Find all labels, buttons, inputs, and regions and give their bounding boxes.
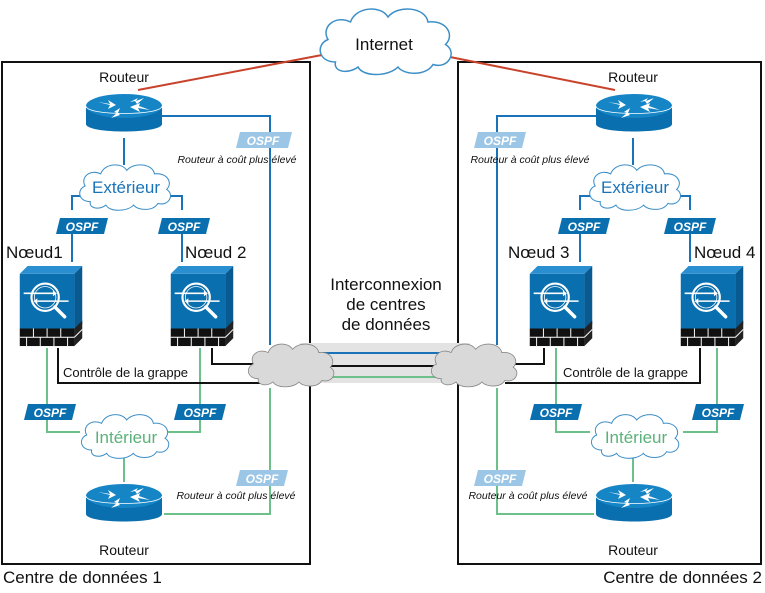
svg-text:OSPF: OSPF <box>184 406 217 420</box>
dc1-bottom-router-icon <box>85 483 163 522</box>
dc2-node4-label: Nœud 4 <box>694 243 755 262</box>
dc1-bottom-router-label: Routeur <box>99 542 149 558</box>
dc2-inside-links <box>496 348 718 515</box>
dc1-top-router-icon <box>85 93 163 132</box>
dc1-highcost-label-bottom: Routeur à coût plus élevé <box>176 490 295 502</box>
dc2-node3-label: Nœud 3 <box>508 243 569 262</box>
svg-text:OSPF: OSPF <box>66 220 99 234</box>
dc1-ospf-badge-node1-inside <box>24 404 76 420</box>
dc1-ospf-badge-node2-inside <box>174 404 226 420</box>
dc2-ospf-badge-node3-inside <box>530 404 582 420</box>
dc1-node1-label: Nœud1 <box>6 243 63 262</box>
dc2-highcost-label-bottom: Routeur à coût plus élevé <box>468 490 587 502</box>
svg-text:OSPF: OSPF <box>568 220 601 234</box>
dc1-cluster-control-label: Contrôle de la grappe <box>63 365 188 380</box>
dc1-inside-cloud-label: Intérieur <box>95 428 158 447</box>
interconnect-label-2: de centres <box>346 295 425 314</box>
dc1-ospf-badge-top-highcost <box>236 132 292 148</box>
dc2-bottom-router-icon <box>595 483 673 522</box>
dc1-label: Centre de données 1 <box>3 568 162 587</box>
dc1-node2-firewall-icon <box>168 266 236 348</box>
interconnect-label-1: Interconnexion <box>330 275 442 294</box>
datacenter-1-boundary <box>1 61 311 565</box>
dc2-top-router-icon <box>595 93 673 132</box>
dc2-ospf-badge-top-highcost <box>474 132 526 148</box>
dc2-node4-firewall-icon <box>678 266 746 348</box>
svg-text:OSPF: OSPF <box>246 472 279 486</box>
svg-text:OSPF: OSPF <box>484 134 517 148</box>
svg-text:OSPF: OSPF <box>674 220 707 234</box>
dc1-ospf-badge-node1-outside <box>56 218 108 234</box>
datacenter-2-boundary <box>457 61 762 565</box>
dc2-highcost-label-top: Routeur à coût plus élevé <box>470 154 589 166</box>
internet-link-dc1 <box>137 54 323 91</box>
dc2-ospf-badge-node4-outside <box>664 218 716 234</box>
dc1-outside-cloud-label: Extérieur <box>92 178 160 197</box>
dc2-ospf-badge-node4-inside <box>692 404 744 420</box>
dc1-node2-label: Nœud 2 <box>185 243 246 262</box>
dc2-node3-firewall-icon <box>527 266 595 348</box>
dc2-cluster-control-label: Contrôle de la grappe <box>563 365 688 380</box>
dc1-top-router-label: Routeur <box>99 69 149 85</box>
internet-link-dc2 <box>439 54 616 91</box>
interconnect-label-3: de données <box>342 315 431 334</box>
dc1-ospf-badge-node2-outside <box>158 218 210 234</box>
svg-text:OSPF: OSPF <box>247 134 280 148</box>
dc1-ospf-badge-bottom-highcost <box>236 470 288 486</box>
dc2-ospf-badge-bottom-highcost <box>474 470 526 486</box>
dc1-highcost-label-top: Routeur à coût plus élevé <box>177 154 296 166</box>
svg-text:OSPF: OSPF <box>168 220 201 234</box>
svg-text:OSPF: OSPF <box>702 406 735 420</box>
dc2-top-router-label: Routeur <box>608 69 658 85</box>
svg-text:OSPF: OSPF <box>34 406 67 420</box>
svg-text:OSPF: OSPF <box>484 472 517 486</box>
svg-text:OSPF: OSPF <box>540 406 573 420</box>
cluster-control-links <box>57 348 701 384</box>
dc1-node1-firewall-icon <box>17 266 85 348</box>
dc2-inside-cloud-label: Intérieur <box>605 428 668 447</box>
dc1-inside-links <box>46 348 271 515</box>
internet-label: Internet <box>355 35 413 54</box>
dc2-label: Centre de données 2 <box>603 568 762 587</box>
dc2-outside-cloud-label: Extérieur <box>601 178 669 197</box>
dc2-bottom-router-label: Routeur <box>608 542 658 558</box>
dc2-ospf-badge-node3-outside <box>558 218 610 234</box>
